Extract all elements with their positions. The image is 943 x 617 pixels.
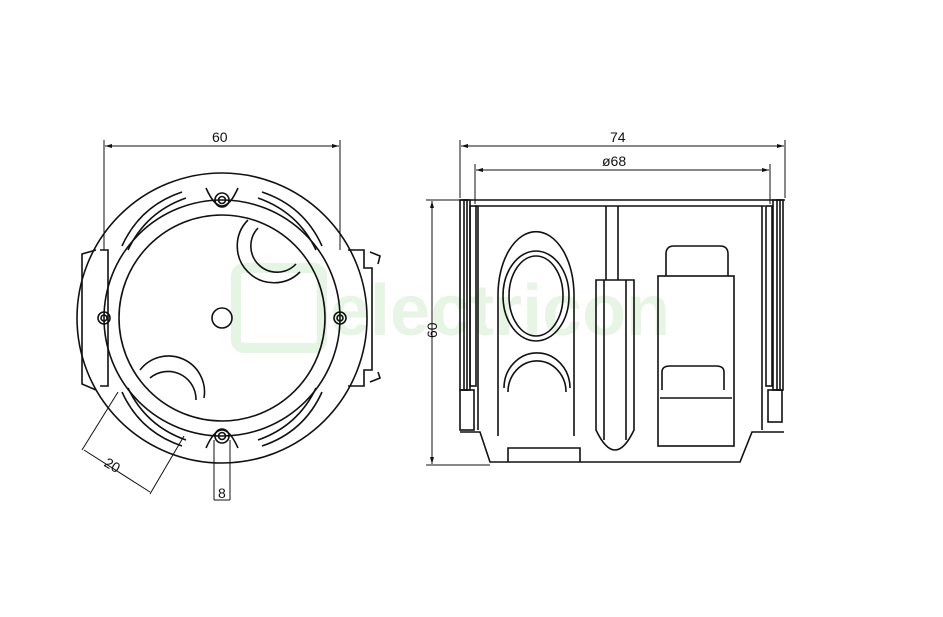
dim-depth: 60 — [424, 322, 440, 338]
dim-flange-width: 74 — [610, 129, 626, 145]
watermark-logo-icon — [231, 263, 327, 353]
dim-screw-lug-width: 8 — [218, 485, 226, 501]
front-view-dimensions — [81, 140, 341, 501]
dim-body-diameter: ø68 — [602, 153, 626, 169]
watermark-text: electricon — [330, 271, 670, 351]
side-view — [459, 199, 785, 463]
watermark: electricon — [231, 263, 670, 353]
side-view-dimensions — [426, 140, 786, 466]
front-view — [76, 172, 381, 464]
dim-outer-width: 60 — [212, 129, 228, 145]
dim-knockout-width: 20 — [102, 454, 124, 476]
